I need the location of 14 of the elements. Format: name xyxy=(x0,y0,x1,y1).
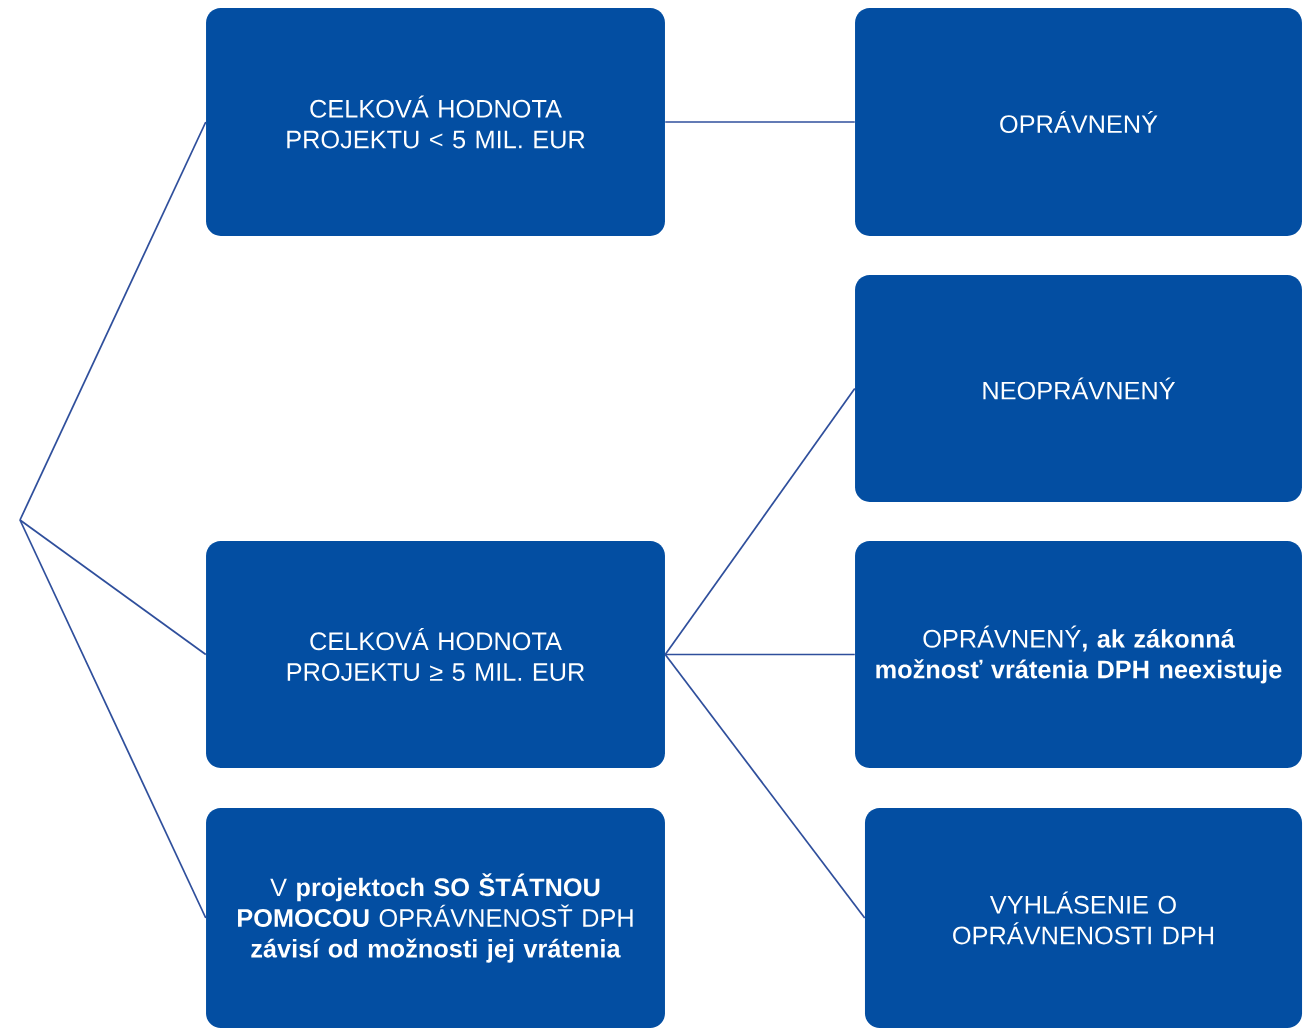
rounded-box: CELKOVÁ HODNOTA PROJEKTU ≥ 5 MIL. EUR xyxy=(206,541,665,768)
connector-line xyxy=(19,121,207,521)
rounded-box: OPRÁVNENÝ, ak zákonná možnosť vrátenia DPH neexistuje xyxy=(855,541,1302,768)
connector-line xyxy=(664,387,856,656)
rounded-box: V projektoch SO ŠTÁTNOU POMOCOU OPRÁVNENOSŤ DPH závisí od možnosti jej vrátenia xyxy=(206,808,665,1028)
rounded-box: CELKOVÁ HODNOTA PROJEKTU < 5 MIL. EUR xyxy=(206,8,665,236)
connector-line xyxy=(664,653,866,919)
connector-line xyxy=(19,519,207,919)
connector-line xyxy=(664,121,856,123)
connector-line xyxy=(664,653,856,656)
rounded-box: NEOPRÁVNENÝ xyxy=(855,275,1302,502)
connector-line xyxy=(19,519,207,656)
rounded-box: OPRÁVNENÝ xyxy=(855,8,1302,236)
rounded-box: VYHLÁSENIE O OPRÁVNENOSTI DPH xyxy=(864,808,1303,1028)
